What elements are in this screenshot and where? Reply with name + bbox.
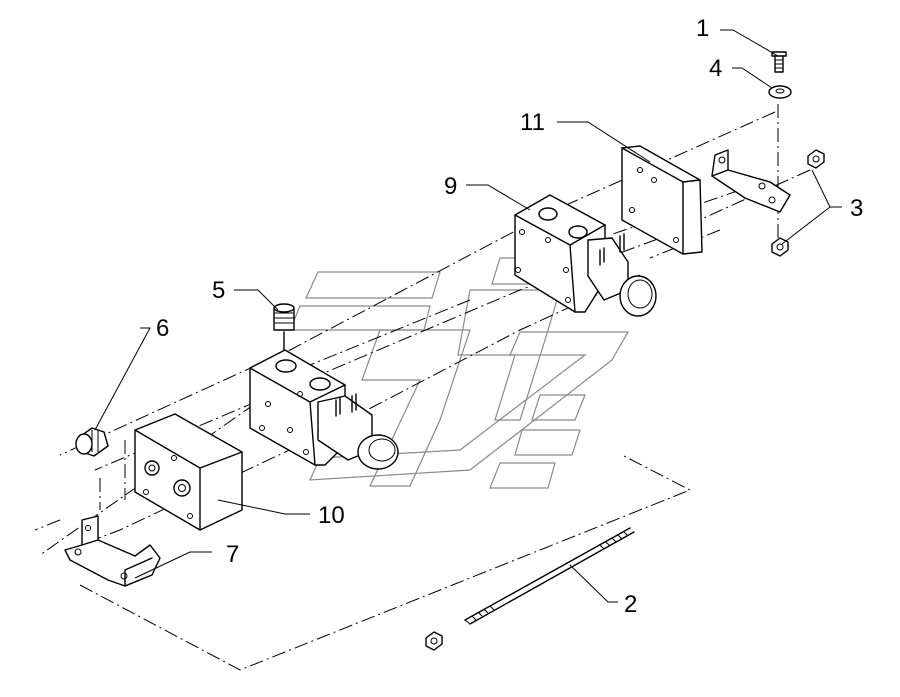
callout-7: 7 [226, 541, 239, 568]
callout-11: 11 [520, 109, 545, 136]
part-3-nuts [771, 149, 825, 257]
callout-4: 4 [709, 55, 722, 82]
part-10-manifold-block [134, 413, 243, 531]
part-6-plug [75, 427, 109, 457]
part-4-washer [768, 85, 792, 99]
part-11-plate [621, 145, 703, 255]
part-5-fitting [273, 303, 295, 356]
callout-10: 10 [318, 502, 345, 529]
part-2-threaded-rod [425, 527, 635, 651]
callout-6: 6 [156, 315, 169, 342]
part-7-bracket [64, 515, 161, 587]
callout-3: 3 [850, 195, 863, 222]
callout-1: 1 [696, 15, 709, 42]
callout-labels: 1 2 3 4 5 6 7 9 10 11 [156, 15, 863, 618]
bracket-right [711, 149, 791, 213]
part-9-solenoid-valve [514, 194, 657, 317]
callout-5: 5 [212, 277, 225, 304]
callout-leaders [94, 29, 842, 603]
part-1-screw [771, 51, 787, 73]
callout-9: 9 [444, 173, 457, 200]
solenoid-valve-lower [249, 349, 399, 470]
callout-2: 2 [624, 591, 637, 618]
